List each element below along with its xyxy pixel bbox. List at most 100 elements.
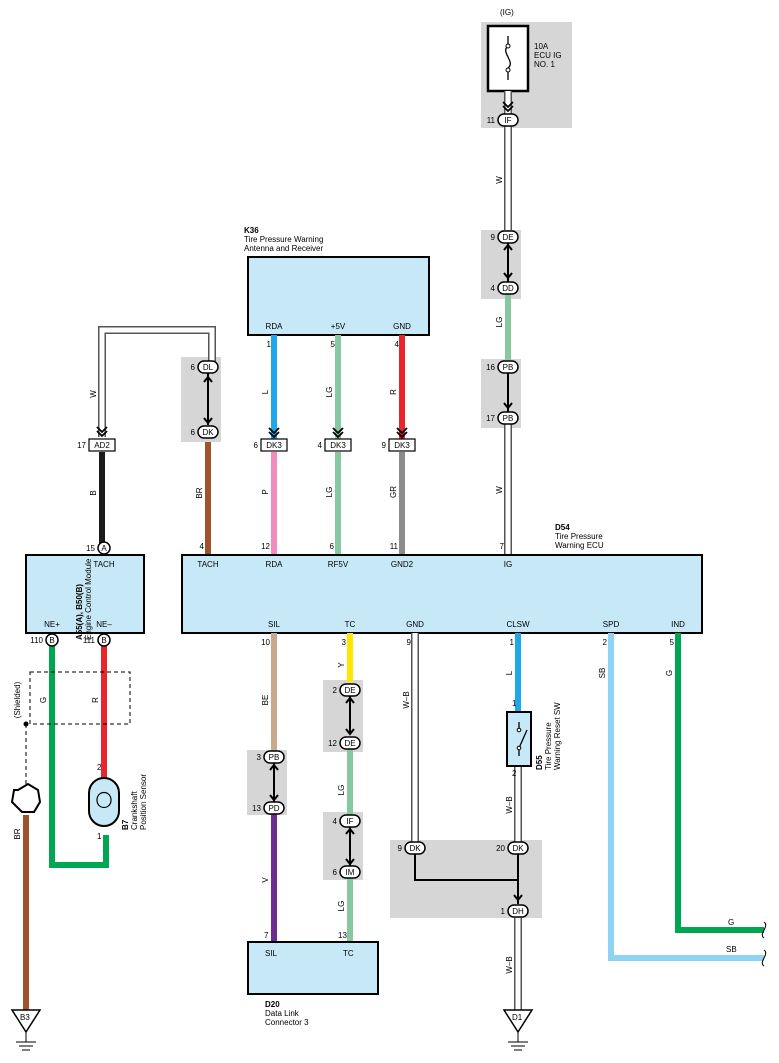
ecm-component [25,554,145,634]
conn-dk-9-code: DK [409,844,421,853]
wire-label-sil-be: BE [261,695,270,706]
chevron-dk3-2 [396,427,408,439]
conn-de-12-oval [339,736,361,750]
conn-dk-top-oval [197,425,219,439]
d55-name-line2: Warning Reset SW [553,702,562,770]
conn-ad2-code: AD2 [94,441,110,450]
fuse-rating: 10A [534,42,549,51]
k36-pin-num-1: 5 [331,340,336,349]
d20-pin7: 7 [264,931,269,940]
wire-label-ne-r: R [91,697,100,703]
d54-top-pin-num-0: 4 [200,542,205,551]
wire-label-out-sb: SB [726,945,737,954]
wire-break-sb [761,949,767,967]
ecm-ne-plus-name: NE+ [44,620,60,629]
wire-label-d1-wb: W–B [505,956,514,973]
conn-if-4-code: IF [346,817,353,826]
conn-dl-code: DL [203,363,214,372]
wire-label-sw-wb: W–B [505,796,514,813]
wire-label-ig-lg: LG [495,317,504,328]
wire-label-spd-sb: SB [598,668,607,679]
d54-top-pin-name-4: IG [504,560,512,569]
wire-label-sil-v: V [261,877,270,883]
d20-sil: SIL [265,949,278,958]
b7-name-line1: Crankshaft [130,791,139,830]
d55-terminal-b [516,745,522,751]
conn-pd-13-code: PD [268,804,279,813]
d54-bottom-pin-num-0: 10 [261,638,270,647]
d55-terminal-a [516,727,522,733]
conn-de-2-pin: 2 [333,686,338,695]
conn-de-2-code: DE [344,686,355,695]
conn-dk3-0-pin: 6 [254,441,259,450]
wire-tach-w [99,327,215,437]
ground-d1-label: D1 [512,1013,523,1022]
wire-label-ne-g: G [39,697,48,703]
ground-d1-triangle [502,1009,534,1034]
conn-pb-16-pin: 16 [486,363,495,372]
ecm-ne-minus-name: NE– [96,620,112,629]
arrow-if-up [345,827,355,835]
d20-name-line2: Connector 3 [265,1018,309,1027]
arrow-dl-up [203,375,213,383]
d55-blade [518,729,528,749]
wire-label-clsw-l: L [505,670,514,675]
d55-name-line1: Tire Pressure [544,722,553,770]
conn-dl-pin: 6 [191,363,196,372]
conn-pd-13-pin: 13 [252,804,261,813]
wire-label-tach-b: B [89,490,98,495]
wire-label-tc-y: Y [337,662,346,668]
arrow-pd-down [269,794,279,802]
d20-pin13: 13 [338,931,347,940]
conn-if-4-oval [339,814,361,828]
b7-pin2: 2 [97,763,102,772]
wire-label-ind-g: G [665,670,674,676]
k36-component [247,256,430,336]
d55-code: D55 [535,755,544,770]
conn-dk-20-oval [507,841,529,855]
d54-code: D54 [555,523,570,532]
d20-name-line1: Data Link [265,1009,300,1018]
d20-tc: TC [343,949,354,958]
conn-pb-16-oval [497,360,519,374]
wire-label-tc-lg1: LG [337,785,346,796]
conn-dd-pin: 4 [491,284,496,293]
conn-pb-3-oval [263,750,285,764]
arrow-de-up [503,243,513,251]
wire-label-tach-w: W [89,390,98,398]
chevron-dk3-0 [268,427,280,439]
conn-dk-top-pin: 6 [191,428,196,437]
conn-im-6-pin: 6 [333,868,338,877]
d54-bottom-pin-num-4: 2 [603,638,608,647]
k36-code: K36 [244,226,259,235]
fuse-box [486,24,530,93]
ecm-code: A55(A), B50(B) [75,584,84,640]
d54-component [181,554,703,634]
fuse-terminal-bottom [505,67,511,73]
k36-pin-name-1: +5V [331,322,346,331]
ecm-ne-minus-pin-circle [97,633,111,647]
ground-b3-triangle [10,1009,42,1034]
d54-bottom-pin-num-1: 3 [342,638,347,647]
conn-dk-top-code: DK [202,428,214,437]
wire-label-gnd-wb: W–B [402,691,411,708]
arrow-dd-down [503,272,513,280]
conn-pb-17-code: PB [503,414,514,423]
wire-label-k36-r: R [389,389,398,395]
k36-pin-num-2: 4 [395,340,400,349]
wire-break-g [761,921,767,939]
conn-pb-3-pin: 3 [257,753,262,762]
b7-pin1: 1 [97,832,102,841]
conn-de-12-pin: 12 [328,739,337,748]
conn-if-top-code: IF [504,116,511,125]
d54-top-pin-name-1: RDA [266,560,284,569]
wire-ind-g [675,633,764,933]
wire-label-k36-l: L [261,389,270,394]
ecm-tach-pin-circle [97,541,111,555]
d54-name-line1: Tire Pressure [555,532,603,541]
shield-box [29,671,131,725]
d55-pin1: 1 [512,699,517,708]
d54-bottom-pin-num-2: 9 [407,638,412,647]
shield-ground-octagon [10,782,42,813]
conn-if-top-oval [497,113,519,127]
